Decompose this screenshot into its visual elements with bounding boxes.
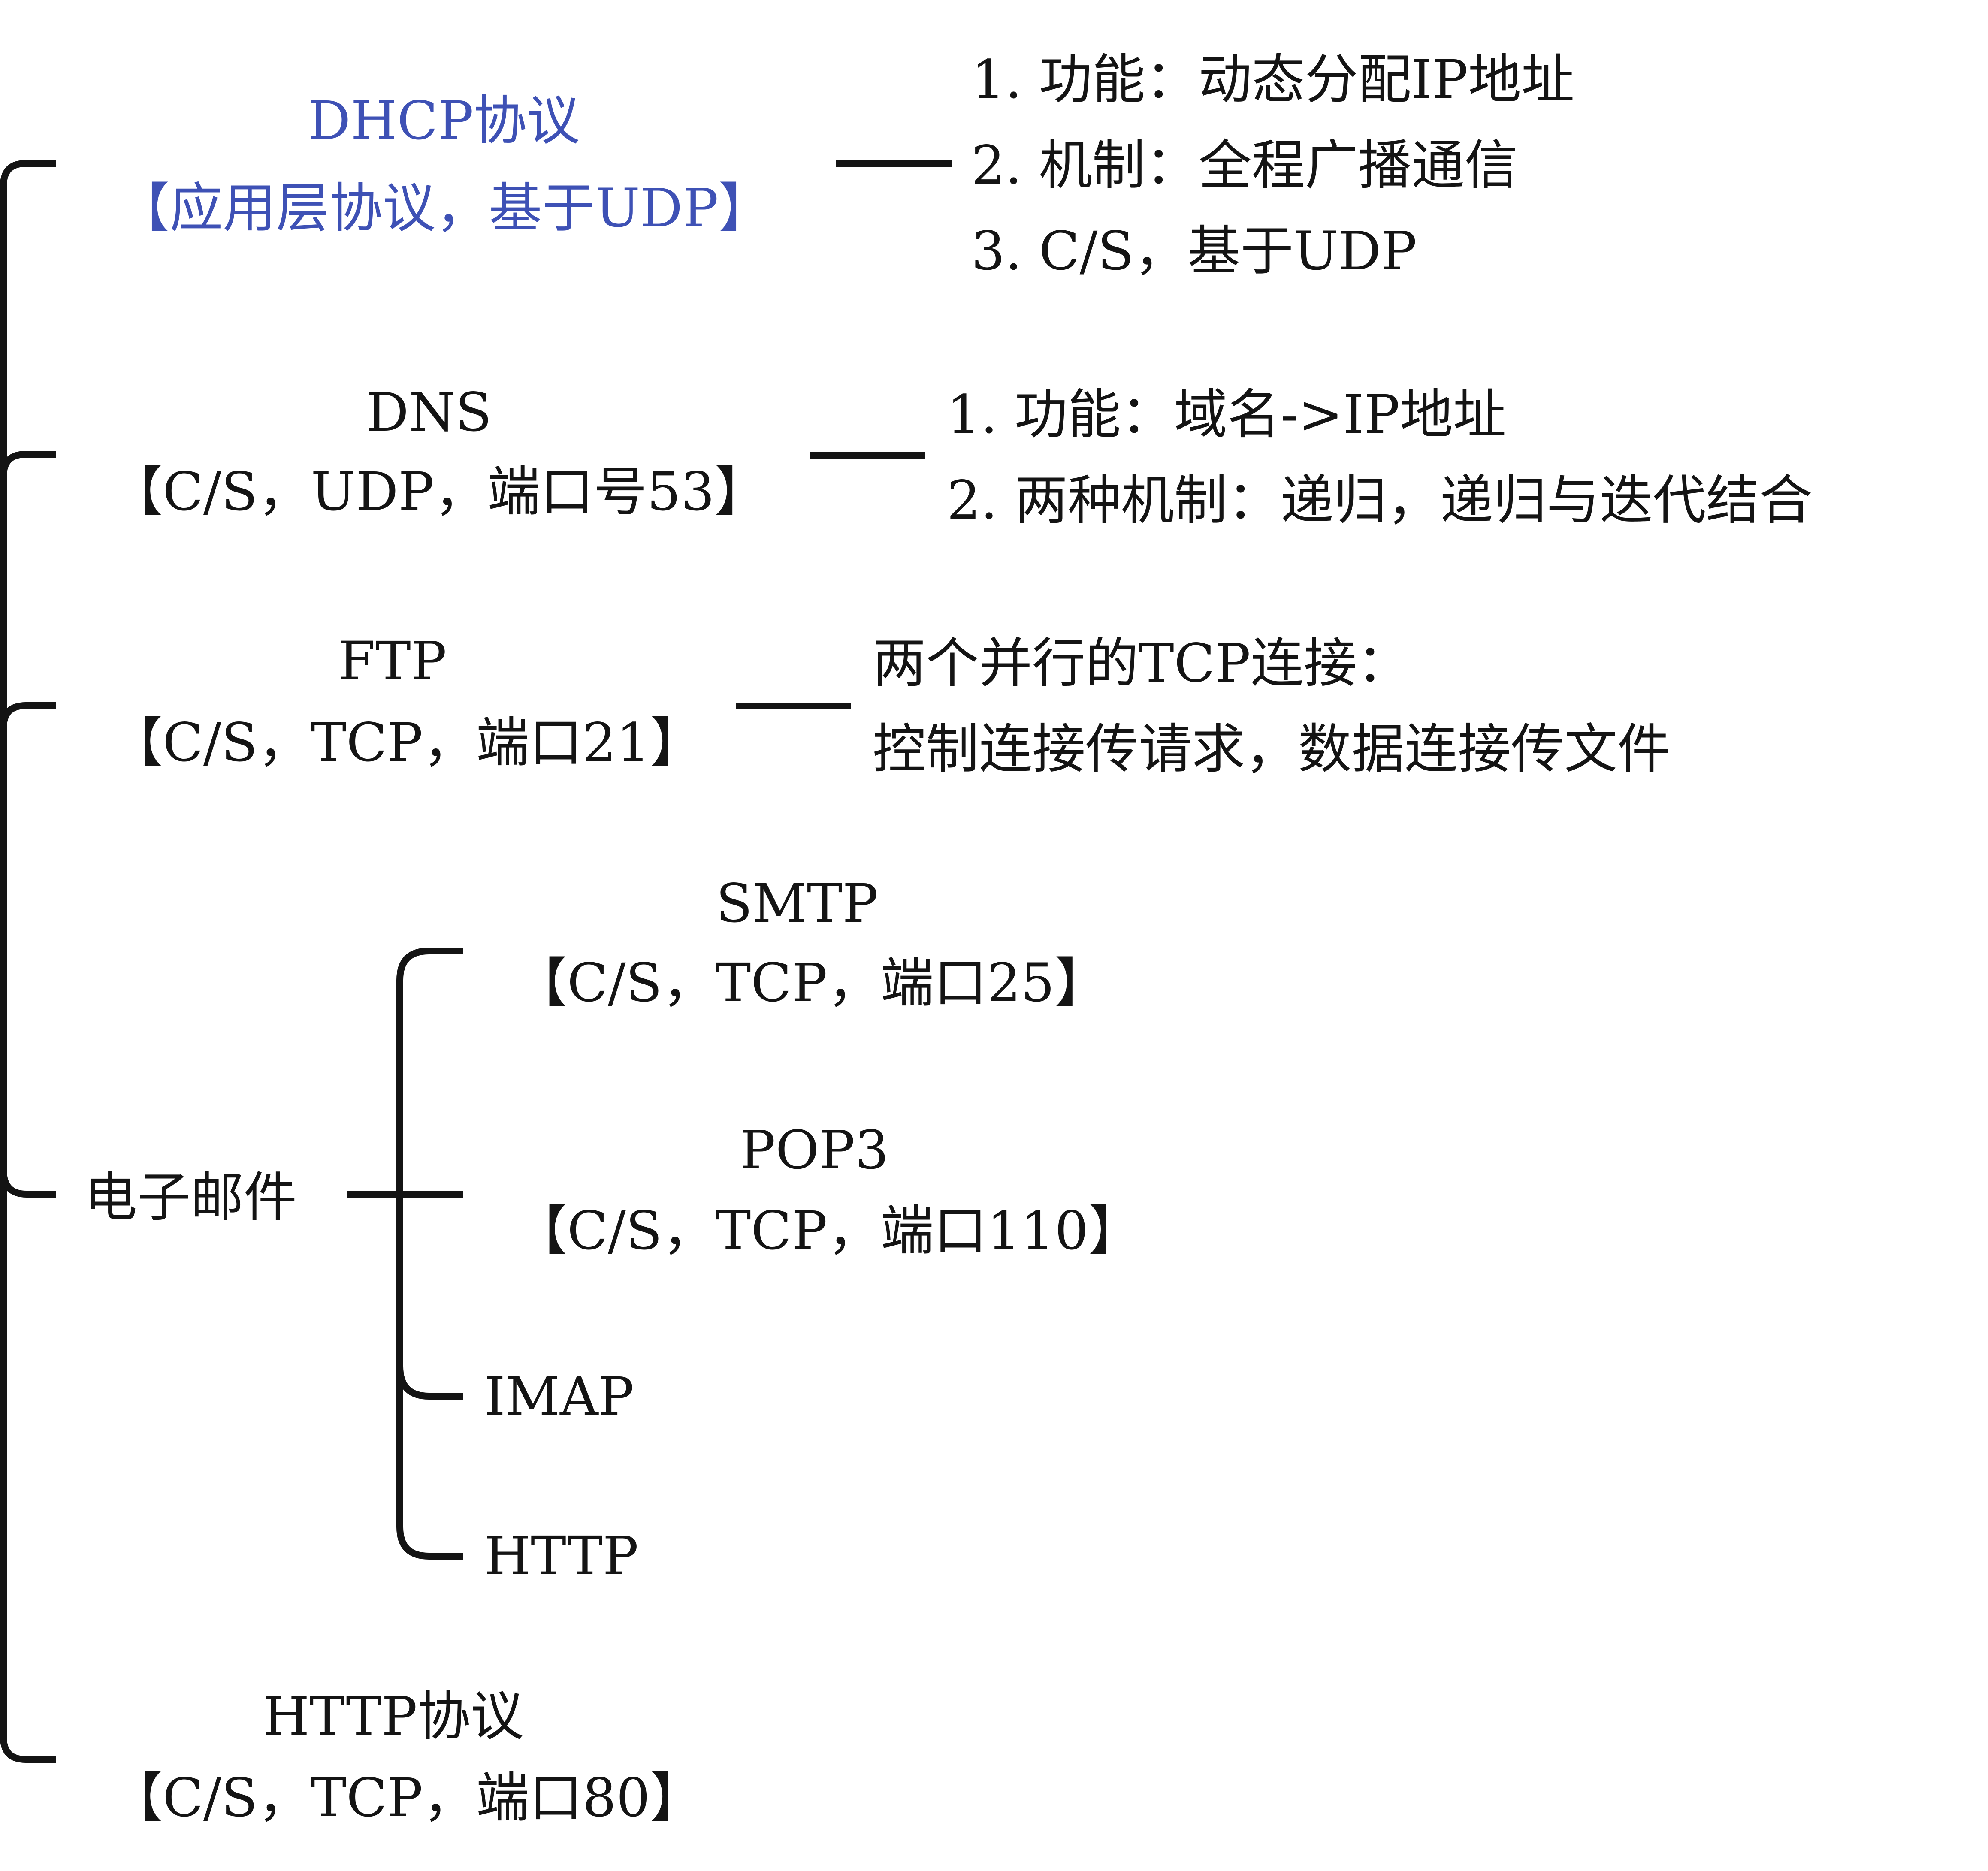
dns-detail-2: 2. 两种机制：递归，递归与迭代结合 — [947, 470, 1813, 531]
pop3-tag: 【C/S，TCP，端口110】 — [514, 1200, 1142, 1262]
ftp-tag: 【C/S，TCP，端口21】 — [109, 712, 704, 774]
ftp-detail-1: 两个并行的TCP连接： — [873, 633, 1411, 694]
branch-stub-email — [0, 1170, 56, 1198]
smtp-name: SMTP — [716, 873, 879, 935]
dhcp-tag: 【应用层协议，基于UDP】 — [116, 178, 772, 239]
dhcp-detail-1: 1. 功能：动态分配IP地址 — [971, 49, 1575, 111]
main-bracket-spine — [0, 160, 56, 1763]
dns-detail-1: 1. 功能：域名->IP地址 — [947, 384, 1506, 446]
email-name: 电子邮件 — [84, 1167, 297, 1228]
ftp-name: FTP — [338, 631, 447, 692]
ftp-detail-2: 控制连接传请求，数据连接传文件 — [873, 718, 1671, 780]
smtp-tag: 【C/S，TCP，端口25】 — [514, 952, 1108, 1014]
dns-tag: 【C/S，UDP，端口号53】 — [109, 461, 768, 523]
dhcp-detail-3: 3. C/S，基于UDP — [971, 220, 1417, 282]
http-tag: 【C/S，TCP，端口80】 — [109, 1767, 704, 1829]
http-name: HTTP协议 — [263, 1686, 524, 1747]
branch-stub-ftp — [0, 702, 56, 728]
dhcp-detail-2: 2. 机制：全程广播通信 — [971, 135, 1518, 196]
email-http-name: HTTP — [484, 1525, 639, 1587]
email-stub-imap — [396, 1366, 463, 1400]
email-bracket-spine — [396, 948, 463, 1560]
branch-stub-dns — [0, 451, 56, 477]
imap-name: IMAP — [484, 1366, 634, 1428]
dns-name: DNS — [366, 382, 492, 444]
dhcp-name: DHCP协议 — [308, 90, 580, 152]
pop3-name: POP3 — [740, 1120, 889, 1181]
